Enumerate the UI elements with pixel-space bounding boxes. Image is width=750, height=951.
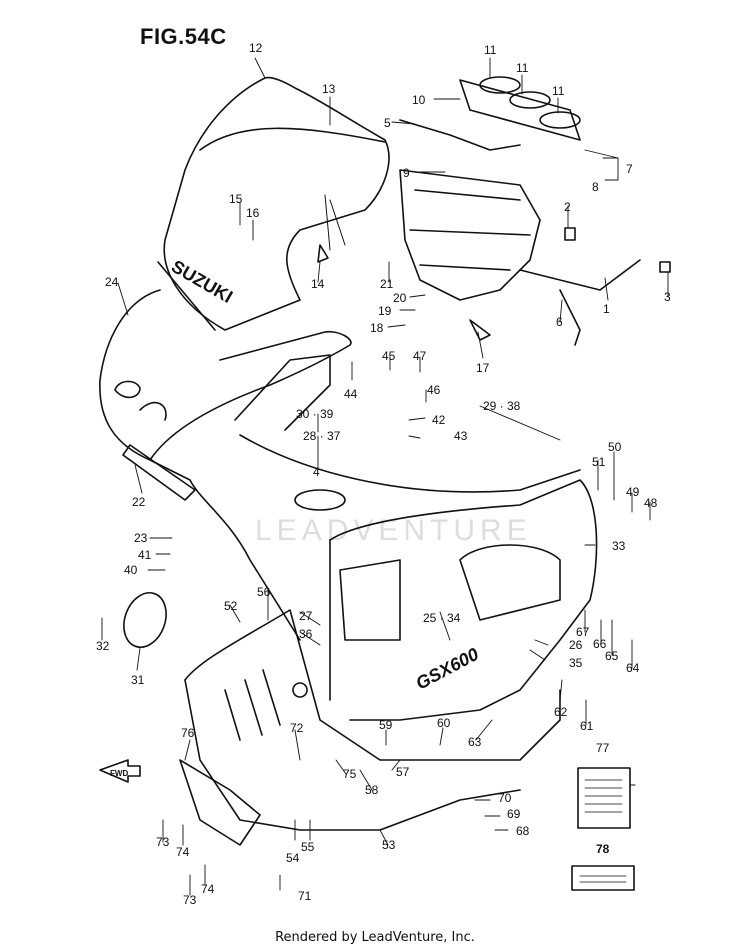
callout-11a: 11 bbox=[484, 43, 497, 57]
warning-label-77 bbox=[577, 767, 631, 829]
callout-30-39: 30 · 39 bbox=[296, 407, 334, 421]
callout-75: 75 bbox=[343, 767, 357, 781]
callout-73a: 73 bbox=[156, 835, 170, 849]
callout-18: 18 bbox=[370, 321, 384, 335]
callout-25-34: 25 · 34 bbox=[423, 611, 461, 625]
callout-16: 16 bbox=[246, 206, 260, 220]
leader-lines bbox=[101, 57, 669, 896]
callout-58: 58 bbox=[365, 783, 379, 797]
callout-19: 19 bbox=[378, 304, 392, 318]
callout-20: 20 bbox=[393, 291, 407, 305]
callout-31: 31 bbox=[131, 673, 145, 687]
callout-27: 27 bbox=[299, 609, 313, 623]
callout-3: 3 bbox=[664, 290, 671, 304]
callout-53: 53 bbox=[382, 838, 396, 852]
callout-55: 55 bbox=[301, 840, 315, 854]
windscreen: SUZUKI bbox=[157, 76, 390, 331]
callout-23: 23 bbox=[134, 531, 148, 545]
callout-2: 2 bbox=[564, 200, 571, 214]
callout-56: 56 bbox=[257, 585, 271, 599]
callout-64: 64 bbox=[626, 661, 640, 675]
callout-42: 42 bbox=[432, 413, 446, 427]
upper-cowling bbox=[99, 289, 581, 641]
callout-77: 77 bbox=[596, 741, 610, 755]
callout-76: 76 bbox=[181, 726, 195, 740]
callout-15: 15 bbox=[229, 192, 243, 206]
callout-47: 47 bbox=[413, 349, 427, 363]
callout-36: 36 bbox=[299, 627, 313, 641]
callout-6: 6 bbox=[556, 315, 563, 329]
callout-44: 44 bbox=[344, 387, 358, 401]
callout-32: 32 bbox=[96, 639, 110, 653]
callout-73b: 73 bbox=[183, 893, 197, 907]
callout-33: 33 bbox=[612, 539, 626, 553]
cowling-bracket bbox=[399, 169, 671, 346]
callout-66: 66 bbox=[593, 637, 607, 651]
callout-41: 41 bbox=[138, 548, 152, 562]
callout-49: 49 bbox=[626, 485, 640, 499]
callout-22: 22 bbox=[132, 495, 146, 509]
callout-74b: 74 bbox=[201, 882, 215, 896]
callout-12: 12 bbox=[249, 41, 263, 55]
figure-title: FIG.54C bbox=[140, 24, 227, 49]
callout-63: 63 bbox=[468, 735, 482, 749]
headlight-cover bbox=[123, 592, 167, 648]
callout-71: 71 bbox=[298, 889, 312, 903]
callout-74a: 74 bbox=[176, 845, 190, 859]
windscreen-brand: SUZUKI bbox=[168, 256, 236, 307]
callout-5: 5 bbox=[384, 116, 391, 130]
callout-11c: 11 bbox=[552, 84, 565, 98]
callout-52: 52 bbox=[224, 599, 238, 613]
callout-69: 69 bbox=[507, 807, 521, 821]
callout-65: 65 bbox=[605, 649, 619, 663]
callout-51: 51 bbox=[592, 455, 606, 469]
callout-29-38: 29 · 38 bbox=[483, 399, 521, 413]
callout-62: 62 bbox=[554, 705, 568, 719]
callout-13: 13 bbox=[322, 82, 336, 96]
callout-67: 67 bbox=[576, 625, 590, 639]
exploded-view-drawing: LEADVENTURE SUZUKI bbox=[96, 41, 671, 907]
callout-14: 14 bbox=[311, 277, 325, 291]
callout-26: 26 bbox=[569, 638, 583, 652]
callout-24: 24 bbox=[105, 275, 119, 289]
callout-7: 7 bbox=[626, 162, 633, 176]
side-decal: GSX600 bbox=[412, 644, 481, 694]
meter-panel bbox=[399, 76, 581, 151]
callout-35: 35 bbox=[569, 656, 583, 670]
callout-11b: 11 bbox=[516, 61, 529, 75]
callout-9: 9 bbox=[403, 166, 410, 180]
callout-60: 60 bbox=[437, 716, 451, 730]
callout-72: 72 bbox=[290, 721, 304, 735]
callout-78: 78 bbox=[596, 842, 610, 856]
callout-48: 48 bbox=[644, 496, 658, 510]
callout-59: 59 bbox=[379, 718, 393, 732]
warning-label-78 bbox=[571, 865, 635, 891]
callout-54: 54 bbox=[286, 851, 300, 865]
callout-57: 57 bbox=[396, 765, 410, 779]
callout-17: 17 bbox=[476, 361, 490, 375]
callout-40: 40 bbox=[124, 563, 138, 577]
fwd-label: FWD bbox=[110, 769, 128, 778]
callout-4: 4 bbox=[313, 465, 320, 479]
callout-70: 70 bbox=[498, 791, 512, 805]
callout-50: 50 bbox=[608, 440, 622, 454]
callout-21: 21 bbox=[380, 277, 394, 291]
callout-10: 10 bbox=[412, 93, 426, 107]
callout-1: 1 bbox=[603, 302, 610, 316]
under-cowling bbox=[179, 609, 561, 846]
fwd-arrow-icon: FWD bbox=[99, 759, 141, 783]
callout-43: 43 bbox=[454, 429, 468, 443]
callout-28-37: 28 · 37 bbox=[303, 429, 341, 443]
callout-46: 46 bbox=[427, 383, 441, 397]
callout-8: 8 bbox=[592, 180, 599, 194]
footer-credit: Rendered by LeadVenture, Inc. bbox=[275, 930, 475, 945]
callout-61: 61 bbox=[580, 719, 594, 733]
callout-45: 45 bbox=[382, 349, 396, 363]
callout-68: 68 bbox=[516, 824, 530, 838]
